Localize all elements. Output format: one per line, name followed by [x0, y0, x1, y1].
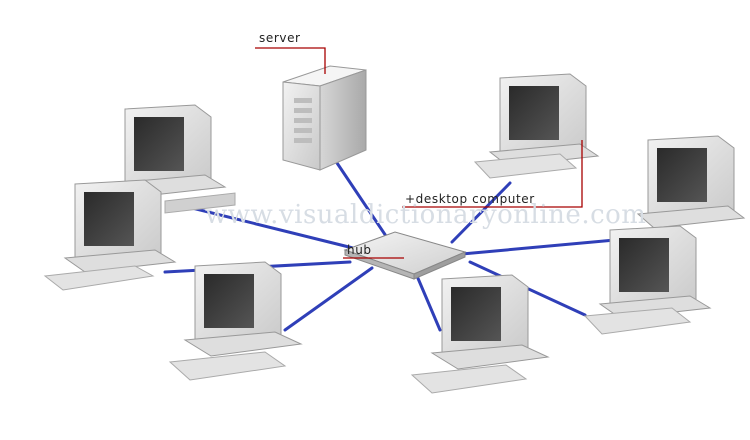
cable-server: [333, 158, 392, 244]
label-server: server: [259, 31, 301, 45]
computer-bottom-center: [410, 274, 550, 394]
computer-far-right-top: [636, 135, 746, 229]
hub-device: [343, 231, 467, 280]
leader-lines: [255, 47, 583, 259]
leader-desktop: [402, 140, 583, 208]
cable-top-right: [450, 181, 512, 244]
computer-top-right: [473, 73, 600, 179]
server-tower: [282, 65, 367, 171]
cable-top-left: [178, 203, 355, 250]
computer-right: [583, 225, 712, 335]
label-desktop-computer: +desktop computer: [405, 192, 535, 206]
computer-bottom-left: [168, 261, 303, 381]
cable-bottom-left: [283, 266, 374, 332]
watermark-text: www.visualdictionaryonline.com: [205, 200, 647, 230]
leader-server: [255, 47, 326, 74]
computer-left: [43, 179, 177, 291]
label-hub: hub: [347, 243, 372, 257]
cable-far-right-top: [460, 238, 617, 256]
computers: [43, 73, 746, 394]
cable-bottom-center: [415, 274, 442, 332]
